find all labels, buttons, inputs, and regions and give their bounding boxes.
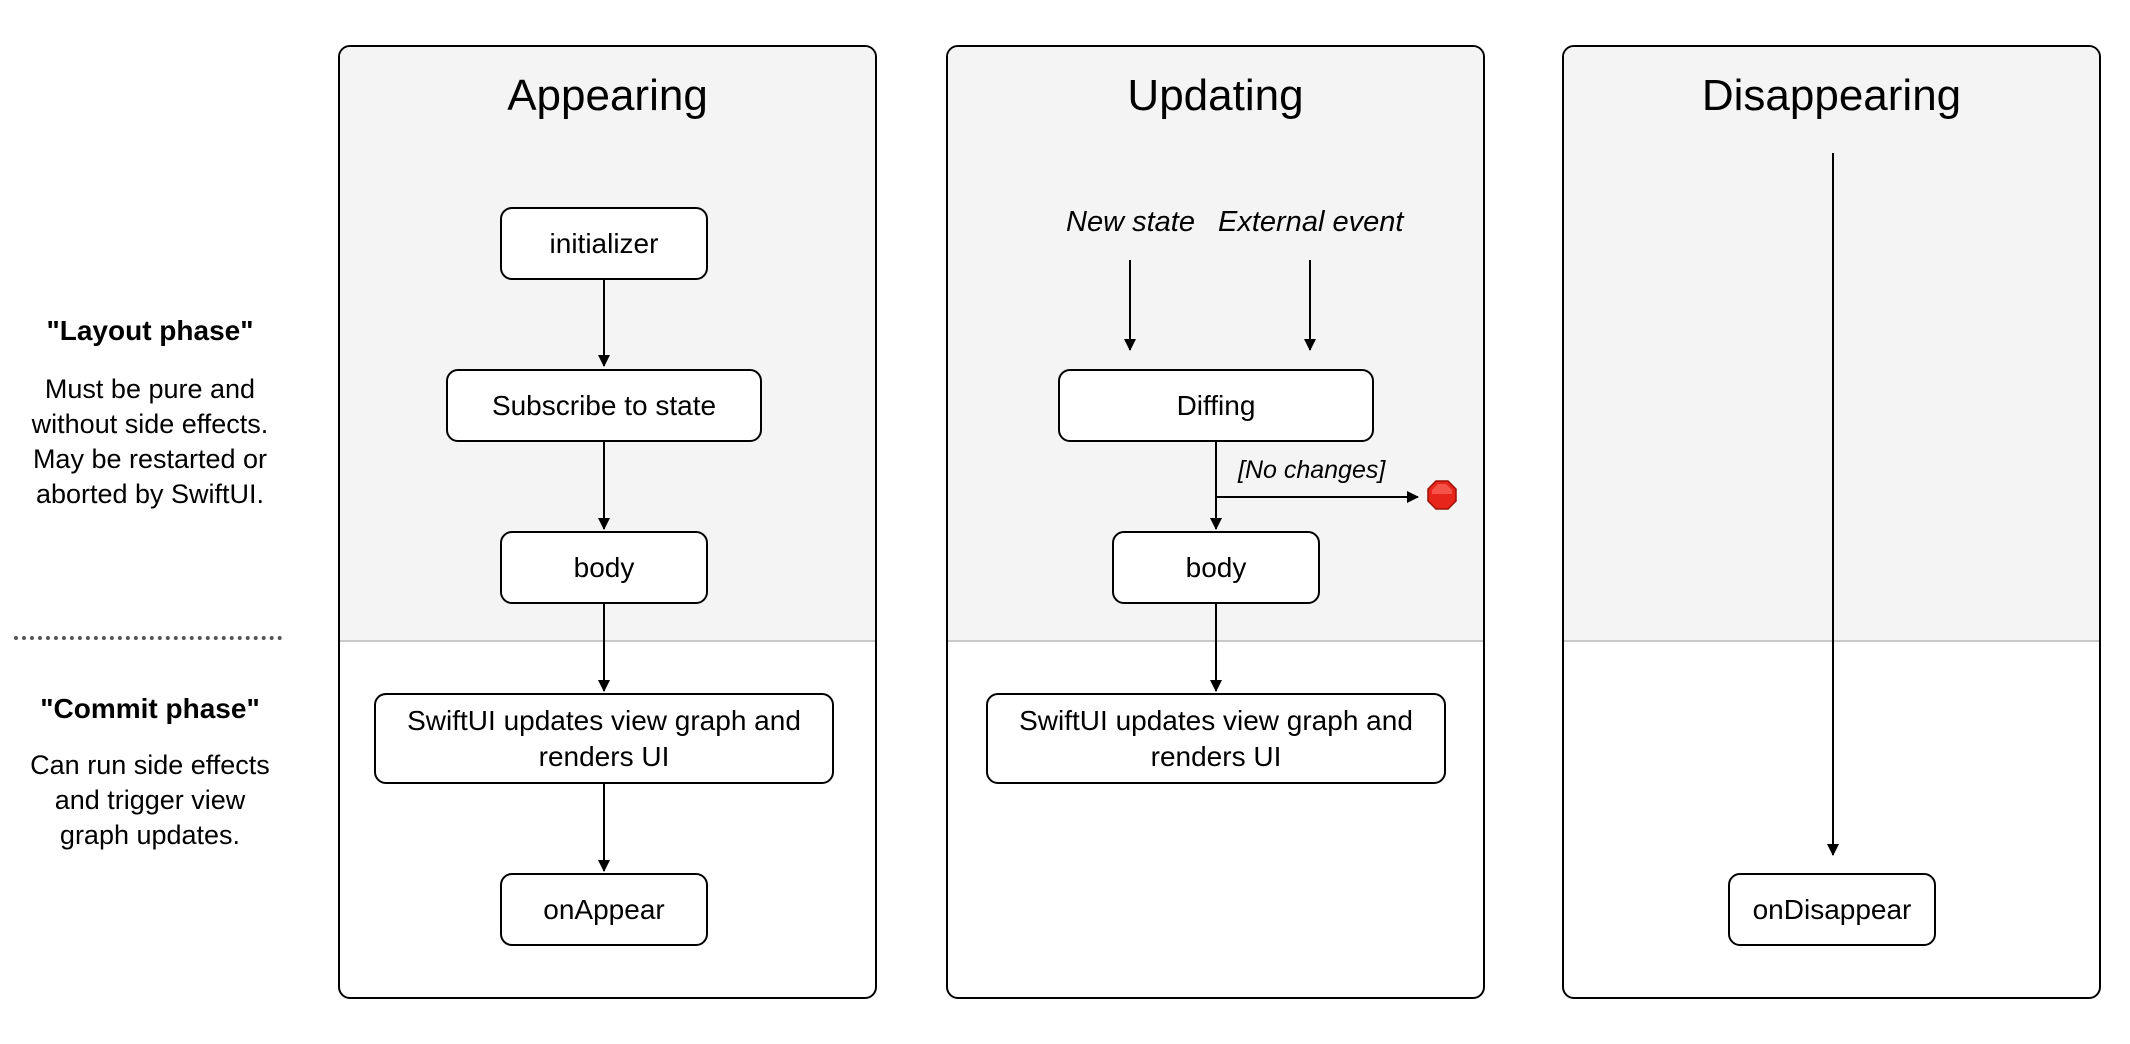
commit-phase-description: Can run side effects and trigger view gr… bbox=[30, 750, 270, 850]
node-ondisappear: onDisappear bbox=[1728, 873, 1936, 946]
column-title-updating: Updating bbox=[1127, 71, 1304, 120]
node-initializer: initializer bbox=[500, 207, 708, 280]
node-render-ui: SwiftUI updates view graph and renders U… bbox=[374, 693, 834, 784]
layout-phase-description: Must be pure and without side effects. M… bbox=[31, 374, 269, 509]
trigger-external-event: External event bbox=[1218, 206, 1404, 238]
column-title-disappearing: Disappearing bbox=[1701, 71, 1962, 120]
trigger-new-state: New state bbox=[1066, 206, 1195, 238]
node-body-updating: body bbox=[1112, 531, 1320, 604]
node-body: body bbox=[500, 531, 708, 604]
column-disappearing: Disappearing bbox=[1562, 45, 2101, 999]
layout-phase-region bbox=[1564, 47, 2099, 642]
column-title-appearing: Appearing bbox=[507, 71, 708, 120]
node-render-ui-updating: SwiftUI updates view graph and renders U… bbox=[986, 693, 1446, 784]
layout-phase-title: "Layout phase" bbox=[46, 315, 254, 346]
commit-phase-title: "Commit phase" bbox=[40, 693, 260, 724]
node-diffing: Diffing bbox=[1058, 369, 1374, 442]
node-onappear: onAppear bbox=[500, 873, 708, 946]
node-subscribe-to-state: Subscribe to state bbox=[446, 369, 762, 442]
column-appearing: Appearing bbox=[338, 45, 877, 999]
column-updating: Updating bbox=[946, 45, 1485, 999]
phase-divider bbox=[14, 636, 282, 640]
guard-no-changes: [No changes] bbox=[1238, 456, 1386, 484]
